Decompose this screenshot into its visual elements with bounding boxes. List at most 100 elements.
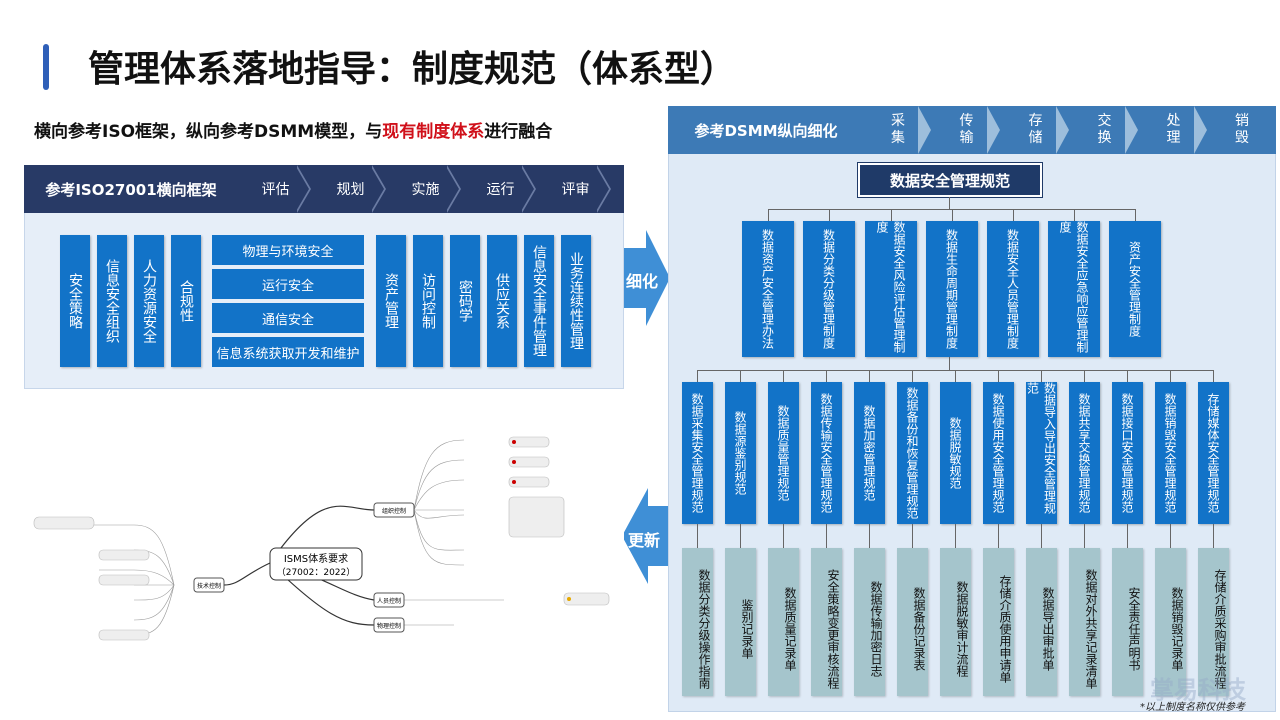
level1-stub-5: [1013, 209, 1014, 221]
dsmm-divider-3: [1056, 106, 1069, 154]
level2-stub-6: [912, 370, 913, 382]
subtitle-suffix: 进行融合: [484, 122, 553, 142]
level3-connector-8: [998, 524, 999, 548]
refine-arrow: [624, 230, 670, 326]
mindmap-branch-2: 人员控制: [377, 597, 401, 605]
level3-node-8: 存储介质使用申请单: [983, 548, 1014, 696]
level2-stub-4: [826, 370, 827, 382]
level2-node-2: 数据源鉴别规范: [725, 382, 756, 524]
level1-stub-4: [952, 209, 953, 221]
dsmm-stage-label-1: 采集: [891, 112, 905, 147]
level3-node-4: 安全策略变更审核流程: [811, 548, 842, 696]
iso-box-right-6: 业务连续性管理: [561, 235, 591, 367]
dsmm-divider-2: [987, 106, 1000, 154]
level1-stub-2: [829, 209, 830, 221]
level2-node-10: 数据共享交换管理规范: [1069, 382, 1100, 524]
iso-hbox-1: 物理与环境安全: [212, 235, 364, 265]
mindmap-center: ISMS体系要求: [284, 553, 348, 565]
level2-stub-1: [697, 370, 698, 382]
dsmm-stage-6: 销毁: [1208, 106, 1276, 154]
dsmm-header-label: 参考DSMM纵向细化: [694, 121, 838, 140]
level3-connector-4: [826, 524, 827, 548]
level3-connector-12: [1170, 524, 1171, 548]
level2-stub-12: [1170, 370, 1171, 382]
title-accent-bar: [43, 44, 49, 90]
level2-stub-3: [783, 370, 784, 382]
iso-header: 参考ISO27001横向框架 评估规划实施运行评审: [24, 165, 624, 213]
iso-step-divider-fill-3: [445, 165, 459, 213]
update-arrow: [622, 488, 672, 584]
level3-node-7: 数据脱敏审计流程: [940, 548, 971, 696]
dsmm-stage-label-6: 销毁: [1235, 112, 1249, 147]
level2-node-12: 数据销毁安全管理规范: [1155, 382, 1186, 524]
iso-box-right-2: 访问控制: [413, 235, 443, 367]
level1-node-2: 数据分类分级管理制度: [803, 221, 855, 357]
level3-node-11: 安全责任声明书: [1112, 548, 1143, 696]
level2-node-11: 数据接口安全管理规范: [1112, 382, 1143, 524]
dsmm-divider-4: [1125, 106, 1138, 154]
level3-node-10: 数据对外共享记录清单: [1069, 548, 1100, 696]
level3-node-5: 数据传输加密日志: [854, 548, 885, 696]
root-connector: [949, 197, 950, 209]
level1-node-5: 数据安全人员管理制度: [987, 221, 1039, 357]
level3-node-6: 数据备份记录表: [897, 548, 928, 696]
dsmm-stage-label-5: 处理: [1166, 112, 1181, 147]
level2-stub-11: [1127, 370, 1128, 382]
level1-to-level2: [949, 357, 950, 370]
iso-hbox-3: 通信安全: [212, 303, 364, 333]
iso-hbox-2: 运行安全: [212, 269, 364, 299]
level2-node-1: 数据采集安全管理规范: [682, 382, 713, 524]
level2-node-13: 存储媒体安全管理规范: [1198, 382, 1229, 524]
level2-stub-2: [740, 370, 741, 382]
mindmap-branch-4: 技术控制: [197, 582, 221, 590]
level3-connector-6: [912, 524, 913, 548]
level2-node-9: 数据导入导出安全管理规范: [1026, 382, 1057, 524]
level3-connector-3: [783, 524, 784, 548]
level3-connector-11: [1127, 524, 1128, 548]
subtitle-highlight: 现有制度体系: [382, 122, 485, 142]
level2-stub-9: [1041, 370, 1042, 382]
iso-header-label: 参考ISO27001横向框架: [45, 180, 217, 199]
dsmm-stage-label-2: 传输: [959, 112, 974, 147]
level3-node-3: 数据质量记录单: [768, 548, 799, 696]
dsmm-stage-3: 存储: [1001, 106, 1070, 154]
iso-box-right-4: 供应关系: [487, 235, 517, 367]
level2-node-7: 数据脱敏规范: [940, 382, 971, 524]
level2-node-8: 数据使用安全管理规范: [983, 382, 1014, 524]
level1-bus: [768, 209, 1135, 210]
dsmm-stage-label-3: 存储: [1028, 112, 1043, 147]
iso-step-divider-fill-4: [520, 165, 534, 213]
dsmm-stage-label-4: 交换: [1097, 112, 1112, 147]
level2-stub-8: [998, 370, 999, 382]
level3-connector-9: [1041, 524, 1042, 548]
level3-connector-7: [955, 524, 956, 548]
level3-node-12: 数据销毁记录单: [1155, 548, 1186, 696]
dsmm-stage-1: 采集: [864, 106, 932, 154]
iso-box-right-1: 资产管理: [376, 235, 406, 367]
level2-node-4: 数据传输安全管理规范: [811, 382, 842, 524]
mindmap-branch-3: 物理控制: [377, 622, 401, 630]
isms-mindmap: ISMS体系要求 （27002：2022） 组织控制 人员控制 物理控制 技术控…: [24, 425, 624, 708]
level1-node-7: 资产安全管理制度: [1109, 221, 1161, 357]
level1-node-3: 数据安全风险评估管理制度: [865, 221, 917, 357]
level3-connector-13: [1213, 524, 1214, 548]
update-label: 更新: [628, 531, 661, 550]
level2-stub-10: [1084, 370, 1085, 382]
dsmm-header: 参考DSMM纵向细化 采集 传输 存储 交换 处理 销毁: [668, 106, 1276, 154]
level3-node-9: 数据导出审批单: [1026, 548, 1057, 696]
level2-stub-7: [955, 370, 956, 382]
mindmap-center-sub: （27002：2022）: [277, 567, 356, 578]
dsmm-divider-1: [918, 106, 931, 154]
iso-box-right-5: 信息安全事件管理: [524, 235, 554, 367]
level2-stub-13: [1213, 370, 1214, 382]
iso-step-divider-fill-1: [295, 165, 309, 213]
dsmm-divider-5: [1194, 106, 1207, 154]
iso-box-left-2: 信息安全组织: [97, 235, 127, 367]
level1-node-1: 数据资产安全管理办法: [742, 221, 794, 357]
level1-stub-7: [1135, 209, 1136, 221]
dsmm-stage-4: 交换: [1070, 106, 1139, 154]
level2-node-6: 数据备份和恢复管理规范: [897, 382, 928, 524]
level3-node-13: 存储介质采购审批流程: [1198, 548, 1229, 696]
iso-box-left-3: 人力资源安全: [134, 235, 164, 367]
level3-connector-2: [740, 524, 741, 548]
